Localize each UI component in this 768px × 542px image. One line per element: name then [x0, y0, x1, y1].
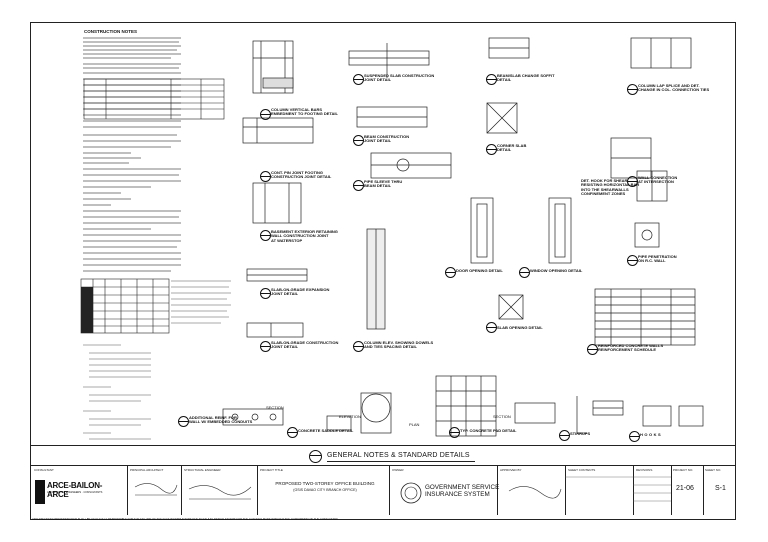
detail-number-marker	[260, 230, 271, 241]
detail-title: HOOKS	[640, 432, 663, 437]
detail-title: WINDOW OPENING DETAIL	[530, 268, 583, 273]
detail-number-marker	[449, 427, 460, 438]
drawing-sheet: CONSTRUCTION NOTES	[30, 22, 736, 520]
detail-number-marker	[445, 267, 456, 278]
detail-title: CONT. PIN JOINT FOOTING CONSTRUCTION JOI…	[271, 170, 332, 180]
detail-title: BEAM/SLAB CHANGE SOFFIT DETAIL	[497, 73, 555, 83]
label-owner: OWNER	[392, 468, 404, 472]
detail-title: COLUMN ELEV. SHOWING DOWELS AND TIES SPA…	[364, 340, 434, 350]
detail-number-marker	[519, 267, 530, 278]
disclaimer-text: ARCHITECT/ENGINEER/DESIGNER SHALL BE HEL…	[32, 518, 339, 521]
detail-title: SLAB-ON-GRADE CONSTRUCTION JOINT DETAIL	[271, 340, 339, 350]
titleblock-top-rule	[31, 465, 735, 466]
label-approved-by: APPROVED BY	[500, 468, 522, 472]
titleblock-divider	[389, 465, 390, 515]
detail-number-marker	[260, 109, 271, 120]
detail-number-marker	[353, 135, 364, 146]
detail-number-marker	[486, 144, 497, 155]
titleblock-divider	[633, 465, 634, 515]
detail-number-marker	[353, 74, 364, 85]
owner-name: GOVERNMENT SERVICE INSURANCE SYSTEM	[425, 484, 505, 498]
titleblock-divider	[703, 465, 704, 515]
sheet-title-marker	[309, 450, 322, 463]
detail-number-marker	[353, 180, 364, 191]
detail-title: STIRRUPS	[570, 431, 591, 436]
titleblock-divider	[565, 465, 566, 515]
label-consultant: CONSULTANT	[34, 468, 54, 472]
detail-number-marker	[287, 427, 298, 438]
detail-title: DET. HOOK FOR SHEAR RESISTING HORIZONTAL…	[581, 178, 640, 197]
drawing-area: CONSTRUCTION NOTES	[31, 23, 735, 445]
detail-number-marker	[587, 344, 598, 355]
detail-title: CORNER SLAB DETAIL	[497, 143, 527, 153]
detail-title: PIPE PENETRATION ON R.C. WALL	[638, 254, 677, 264]
sheet-title-band: GENERAL NOTES & STANDARD DETAILS	[31, 445, 735, 466]
firm-name: ARCE-BAILON-ARCE	[47, 481, 103, 499]
detail-number-marker	[559, 430, 570, 441]
project-title-line1: PROPOSED TWO-STOREY OFFICE BUILDING	[275, 481, 375, 486]
detail-title: COLUMN LAP SPLICE AND DET. CHANGE IN COL…	[638, 83, 710, 93]
label-principal-architect: PRINCIPAL ARCHITECT	[130, 468, 164, 472]
sheet-number: S-1	[715, 485, 726, 492]
project-number: 21-06	[676, 485, 694, 492]
label-project-title: PROJECT TITLE	[260, 468, 283, 472]
owner-line1: GOVERNMENT SERVICE	[425, 484, 500, 491]
sublabel: ELEVATION	[339, 414, 361, 419]
detail-title: ADDITIONAL REINF. FOR WALL W/ EMBEDDED C…	[189, 415, 253, 425]
detail-title: DOOR OPENING DETAIL	[456, 268, 503, 273]
detail-title: BASEMENT EXTERIOR RETAINING WALL CONSTRU…	[271, 229, 338, 243]
detail-title: REINFORCED CONCRETE WALLS REINFORCEMENT …	[598, 343, 664, 353]
detail-number-marker	[627, 84, 638, 95]
label-structural-engineer: STRUCTURAL ENGINEER	[184, 468, 221, 472]
project-title-line2: (GSIS DAVAO CITY BRANCH OFFICE)	[293, 488, 357, 492]
detail-title: SLAB-ON-GRADE EXPANSION JOINT DETAIL	[271, 287, 330, 297]
sublabel: SECTION	[493, 414, 511, 419]
titleblock-divider	[127, 465, 128, 515]
detail-number-marker	[627, 255, 638, 266]
detail-title: SLAB OPENING DETAIL	[497, 325, 543, 330]
detail-title: WALL CONNECTION AT INTERSECTION	[638, 175, 678, 185]
label-sheet-no: SHEET NO.	[705, 468, 722, 472]
titleblock-signatures	[134, 476, 671, 504]
label-revisions: REVISIONS	[636, 468, 653, 472]
detail-title: SUSPENDED SLAB CONSTRUCTION JOINT DETAIL	[364, 73, 435, 83]
titleblock-divider	[497, 465, 498, 515]
label-sheet-contents: SHEET CONTENTS	[568, 468, 596, 472]
detail-title: PIPE SLEEVE THRU BEAM DETAIL	[364, 179, 403, 189]
detail-number-marker	[486, 74, 497, 85]
details-linework	[80, 37, 704, 440]
detail-title: BEAM CONSTRUCTION JOINT DETAIL	[364, 134, 410, 144]
sublabel: PLAN	[409, 422, 420, 427]
detail-title: TYP. CONCRETE PAD DETAIL	[460, 428, 517, 433]
detail-title: COLUMN VERTICAL BARS EMBEDMENT TO FOOTIN…	[271, 107, 338, 117]
project-title: PROPOSED TWO-STOREY OFFICE BUILDING (GSI…	[271, 481, 379, 493]
detail-number-marker	[178, 416, 189, 427]
label-project-no: PROJECT NO.	[673, 468, 694, 472]
detail-number-marker	[627, 176, 638, 187]
detail-title: CONCRETE SADDLE DETAIL	[298, 428, 354, 433]
detail-number-marker	[629, 431, 640, 442]
sheet-title-underline	[327, 461, 475, 462]
detail-number-marker	[260, 341, 271, 352]
firm-logo-mark	[35, 480, 45, 504]
titleblock-divider	[671, 465, 672, 515]
titleblock-divider	[257, 465, 258, 515]
sublabel: SECTION	[266, 405, 284, 410]
consultant-logo: ARCE-BAILON-ARCE ARCHITECTS · ENGINEERS …	[35, 478, 115, 508]
detail-number-marker	[260, 171, 271, 182]
detail-number-marker	[353, 341, 364, 352]
construction-notes-heading: CONSTRUCTION NOTES	[84, 29, 138, 34]
detail-number-marker	[486, 322, 497, 333]
owner-line2: INSURANCE SYSTEM	[425, 491, 490, 498]
firm-tagline: ARCHITECTS · ENGINEERS · CONSULTANTS	[47, 491, 103, 494]
titleblock-divider	[181, 465, 182, 515]
detail-number-marker	[260, 288, 271, 299]
sheet-title: GENERAL NOTES & STANDARD DETAILS	[327, 452, 470, 459]
